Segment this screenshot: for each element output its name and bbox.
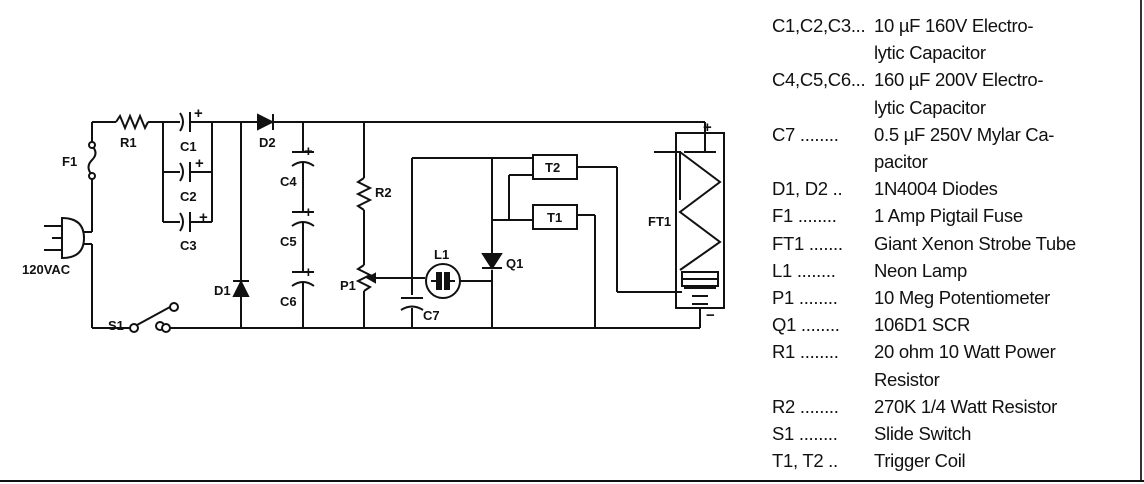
scr-q1: [481, 253, 503, 281]
part-ref: FT1 .......: [772, 232, 843, 254]
parts-list-item: C4,C5,C6... 160 µF 200V Electro- lytic Ca…: [772, 66, 1142, 120]
label-f1: F1: [62, 154, 77, 169]
parts-list-item: FT1 ....... Giant Xenon Strobe Tube: [772, 230, 1142, 257]
potentiometer-p1: [355, 264, 373, 292]
part-ref: T1, T2 ..: [772, 450, 838, 472]
label-d1: D1: [214, 283, 231, 298]
label-c2: C2: [180, 189, 197, 204]
parts-list-item: C7 ........ 0.5 µF 250V Mylar Ca- pacitor: [772, 121, 1142, 175]
diode-d1: [232, 279, 250, 297]
diode-d2: [257, 113, 275, 131]
parts-list: C1,C2,C3... 10 µF 160V Electro- lytic Cap…: [772, 12, 1142, 474]
part-ref: R1 ........: [772, 341, 839, 363]
switch-s1: [92, 302, 179, 333]
right-border: [1140, 0, 1142, 480]
capacitor-c2: [179, 162, 191, 182]
parts-list-item: C1,C2,C3... 10 µF 160V Electro- lytic Cap…: [772, 12, 1142, 66]
part-desc: 1N4004 Diodes: [874, 178, 998, 200]
label-t1: T1: [547, 210, 562, 225]
label-l1: L1: [434, 247, 449, 262]
label-c4: C4: [280, 174, 297, 189]
part-desc: Slide Switch: [874, 423, 972, 445]
parts-list-item: F1 ........ 1 Amp Pigtail Fuse: [772, 202, 1142, 229]
part-desc: 270K 1/4 Watt Resistor: [874, 395, 1057, 417]
minus-mark-ft1: −: [706, 307, 715, 324]
plus-mark-c4: +: [304, 143, 313, 160]
part-desc: 0.5 µF 250V Mylar Ca- pacitor: [874, 123, 1055, 173]
part-ref: Q1 ........: [772, 314, 840, 336]
plus-mark-ft1: +: [703, 119, 712, 136]
parts-list-item: T1, T2 .. Trigger Coil: [772, 447, 1142, 474]
part-ref: C1,C2,C3...: [772, 15, 866, 36]
part-desc: 10 Meg Potentiometer: [874, 287, 1051, 309]
part-desc: 160 µF 200V Electro- lytic Capacitor: [874, 69, 1044, 118]
label-r1: R1: [120, 135, 137, 150]
parts-list-item: S1 ........ Slide Switch: [772, 420, 1142, 447]
part-desc: 10 µF 160V Electro- lytic Capacitor: [874, 15, 1034, 64]
label-ft1: FT1: [648, 214, 671, 229]
label-d2: D2: [259, 135, 276, 150]
capacitor-c1: [179, 112, 191, 132]
label-s1: S1: [108, 318, 124, 333]
parts-list-item: Q1 ........ 106D1 SCR: [772, 311, 1142, 338]
part-ref: F1 ........: [772, 205, 837, 227]
label-c3: C3: [180, 238, 197, 253]
part-ref: P1 ........: [772, 287, 838, 309]
label-c6: C6: [280, 294, 297, 309]
part-ref: S1 ........: [772, 423, 838, 445]
part-desc: Neon Lamp: [874, 259, 967, 281]
parts-list-item: P1 ........ 10 Meg Potentiometer: [772, 284, 1142, 311]
label-c1: C1: [180, 139, 197, 154]
label-q1: Q1: [506, 256, 523, 271]
label-t2: T2: [545, 160, 560, 175]
resistor-r2: [355, 177, 373, 211]
label-c7: C7: [423, 308, 440, 323]
part-ref: C4,C5,C6...: [772, 69, 866, 91]
plug-symbol: [44, 216, 86, 260]
plus-mark-c3: +: [199, 209, 208, 226]
part-ref: C7 ........: [772, 123, 839, 145]
part-desc: 20 ohm 10 Watt Power Resistor: [874, 341, 1056, 390]
parts-list-item: R1 ........ 20 ohm 10 Watt Power Resistor: [772, 338, 1142, 392]
plus-mark-c1: +: [194, 105, 203, 122]
label-plug: 120VAC: [22, 262, 71, 277]
fuse-f1: [87, 145, 97, 176]
strobe-schematic: F1 R1 C1 C2 C3 D2 C4 C5 C6 R2 P1 C7 L1 Q…: [22, 105, 725, 333]
label-c5: C5: [280, 234, 297, 249]
part-ref: R2 ........: [772, 395, 839, 417]
resistor-r1: [115, 113, 149, 131]
capacitor-c7: [400, 297, 424, 311]
part-desc: 106D1 SCR: [874, 314, 971, 336]
parts-list-item: D1, D2 .. 1N4004 Diodes: [772, 175, 1142, 202]
plus-mark-c2: +: [195, 155, 204, 172]
plus-mark-c5: +: [304, 204, 313, 221]
bottom-border: [0, 480, 1144, 482]
plus-mark-c6: +: [304, 264, 313, 281]
capacitor-c3: [179, 212, 191, 232]
label-p1: P1: [340, 278, 356, 293]
part-ref: L1 ........: [772, 259, 836, 281]
trigger-coil-t1: [532, 204, 578, 230]
part-desc: Trigger Coil: [874, 450, 966, 472]
part-desc: 1 Amp Pigtail Fuse: [874, 205, 1023, 227]
part-desc: Giant Xenon Strobe Tube: [874, 232, 1076, 254]
neon-lamp-l1: [425, 263, 461, 299]
part-ref: D1, D2 ..: [772, 178, 843, 200]
label-r2: R2: [375, 185, 392, 200]
parts-list-item: L1 ........ Neon Lamp: [772, 257, 1142, 284]
parts-list-item: R2 ........ 270K 1/4 Watt Resistor: [772, 393, 1142, 420]
